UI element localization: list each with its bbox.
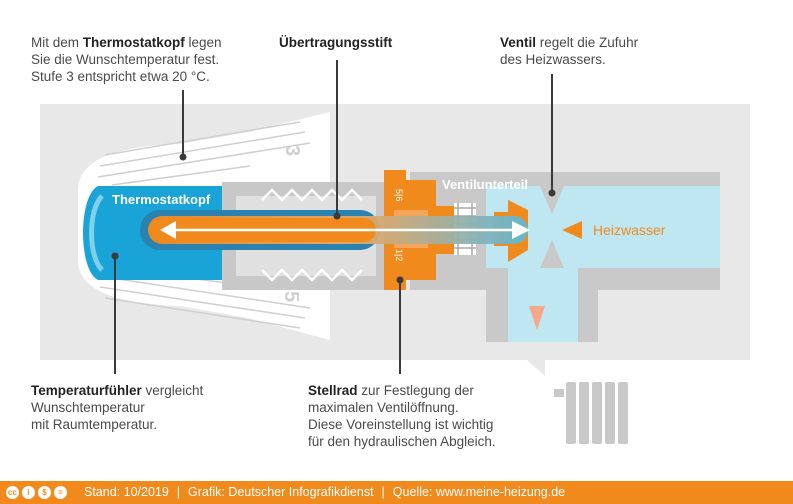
footer-quelle: Quelle: www.meine-heizung.de	[392, 485, 566, 499]
callout-ventil: Ventil regelt die Zufuhr des Heizwassers…	[500, 35, 639, 67]
stellrad-mark-12: 1|2	[394, 249, 404, 261]
dial-mark-3: 3	[281, 145, 303, 156]
double-arrow	[160, 221, 530, 239]
sensor-highlight	[89, 194, 104, 272]
callout-uebertragungsstift: Übertragungsstift	[279, 34, 392, 51]
footer-grafik: Grafik: Deutscher Infografikdienst	[188, 485, 374, 499]
heizwasser-label: Heizwasser	[593, 222, 666, 238]
callout-thermostatkopf-title: Thermostatkopf	[82, 35, 185, 50]
thermostatkopf-label: Thermostatkopf	[112, 192, 211, 207]
ventilunterteil-label: Ventilunterteil	[442, 177, 528, 192]
callout-temperaturfuehler: Temperaturfühler vergleicht Wunschtemper…	[31, 383, 204, 432]
radiator-icon	[554, 382, 628, 444]
callout-ventil-title: Ventil	[500, 35, 537, 50]
footer-separator: |	[381, 485, 385, 499]
panel-notch	[527, 360, 545, 376]
water-flow-arrow-down	[529, 306, 545, 330]
cc-icon: cc	[6, 486, 19, 499]
footer-credits: Stand: 10/2019 | Grafik: Deutscher Infogra…	[84, 485, 565, 499]
water-flow-arrow-left	[562, 221, 582, 239]
nc-icon: $	[38, 486, 51, 499]
callout-stellrad-title: Stellrad	[308, 383, 358, 398]
callout-thermostatkopf: Mit dem Thermostatkopf legen Sie die Wun…	[31, 35, 222, 84]
callout-stellrad: Stellrad zur Festlegung der maximalen Ve…	[308, 383, 496, 449]
footer-stand: Stand: 10/2019	[84, 485, 169, 499]
footer-bar: cc i $ = Stand: 10/2019 | Grafik: Deutsche…	[0, 481, 793, 504]
by-icon: i	[22, 486, 35, 499]
stellrad-mark-56: 5|6	[394, 189, 404, 201]
callout-uebertragungsstift-title: Übertragungsstift	[279, 35, 393, 50]
footer-separator: |	[176, 485, 181, 499]
dial-mark-5: 5	[280, 291, 302, 302]
callout-temperaturfuehler-title: Temperaturfühler	[31, 383, 142, 398]
nd-icon: =	[54, 486, 67, 499]
